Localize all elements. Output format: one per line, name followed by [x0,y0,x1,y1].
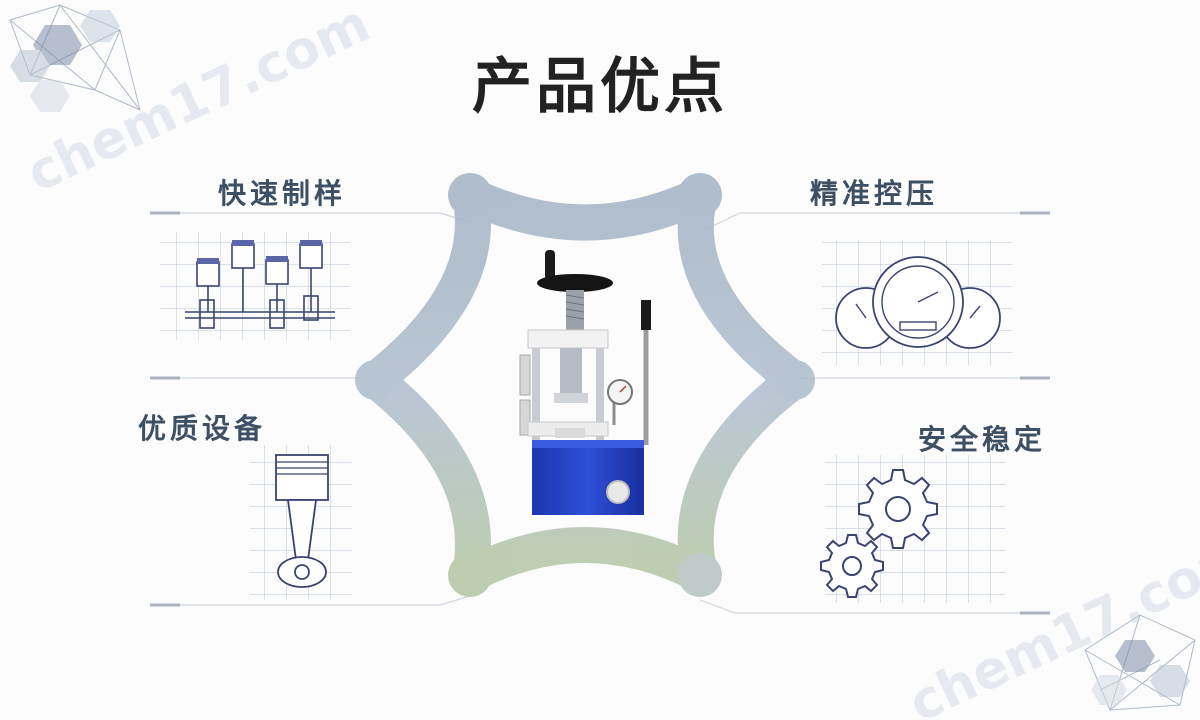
gears-icon [820,455,1005,603]
pistons-crankshaft-icon [160,232,350,340]
hydraulic-press-image [519,250,651,515]
central-star-frame [355,173,815,597]
feature-label-fast-sample: 快速制样 [218,177,347,210]
page-title: 产品优点 [472,52,728,122]
gauge-cluster-icon [822,240,1012,365]
feature-label-precise-pressure: 精准控压 [810,177,939,210]
connector-dashes [150,211,1050,615]
feature-label-safe-stable: 安全稳定 [918,423,1047,456]
piston-rod-icon [250,445,352,600]
corner-hexagons-top-left [10,10,120,112]
corner-hexagons-bottom-right [1091,640,1190,705]
feature-label-quality-equipment: 优质设备 [138,412,267,445]
